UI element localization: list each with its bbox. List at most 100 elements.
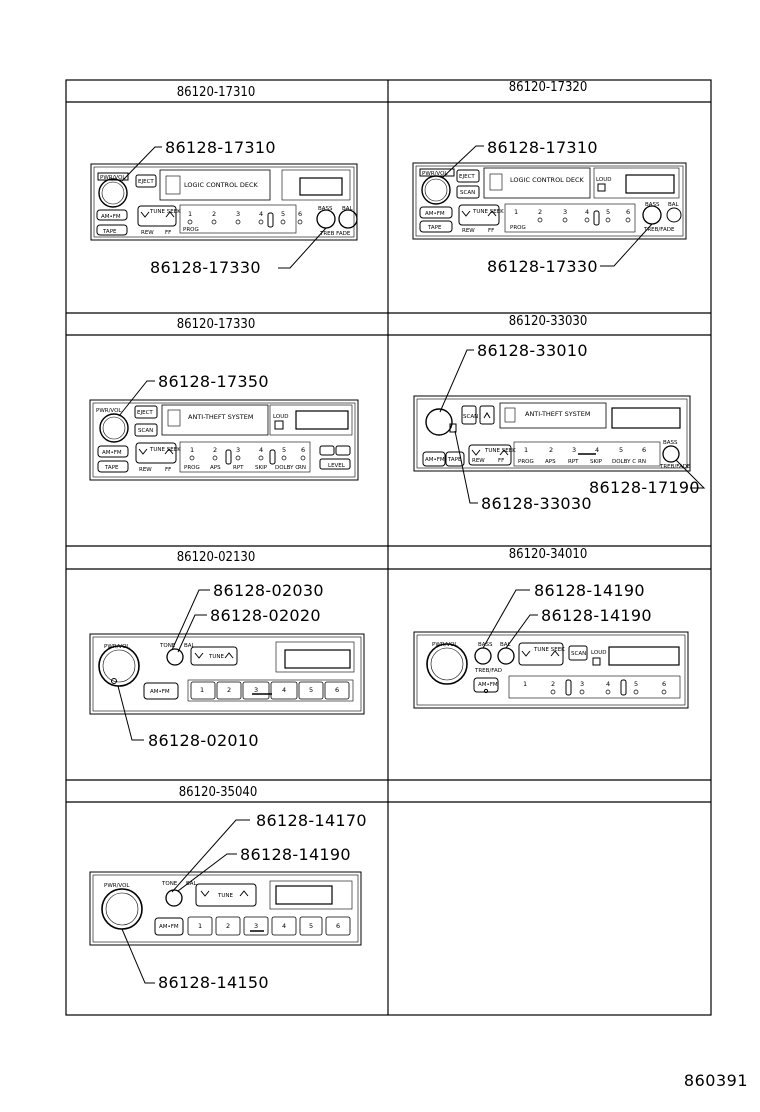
svg-text:5: 5 bbox=[634, 680, 638, 688]
svg-text:3: 3 bbox=[572, 446, 576, 454]
cell-title-3: 86120-17330 bbox=[177, 317, 256, 332]
volume-knob bbox=[98, 645, 140, 687]
svg-text:PROG: PROG bbox=[184, 465, 200, 471]
svg-text:TUNE SEEK: TUNE SEEK bbox=[149, 447, 181, 453]
svg-text:FF: FF bbox=[498, 458, 504, 464]
callout-part-number: 86128-14190 bbox=[534, 581, 645, 600]
svg-text:4: 4 bbox=[282, 686, 286, 694]
svg-text:TUNE SEEK: TUNE SEEK bbox=[472, 209, 504, 215]
display-window bbox=[284, 649, 351, 669]
cassette-door bbox=[159, 169, 271, 201]
svg-text:PWR/VOL: PWR/VOL bbox=[104, 644, 130, 650]
eject-button bbox=[135, 174, 157, 188]
svg-text:SCAN: SCAN bbox=[460, 190, 475, 196]
svg-text:APS: APS bbox=[210, 465, 221, 471]
display-window bbox=[625, 174, 675, 194]
callout-part-number: 86128-14150 bbox=[158, 973, 269, 992]
svg-text:4: 4 bbox=[595, 446, 599, 454]
callout-part-number: 86128-02030 bbox=[213, 581, 324, 600]
svg-text:5: 5 bbox=[619, 446, 623, 454]
svg-text:TUNE SEEK: TUNE SEEK bbox=[484, 448, 516, 454]
svg-text:1: 1 bbox=[200, 686, 204, 694]
svg-text:SCAN: SCAN bbox=[571, 651, 586, 657]
bass-knob bbox=[642, 205, 662, 225]
svg-text:3: 3 bbox=[236, 446, 240, 454]
cell-title-2: 86120-17320 bbox=[509, 80, 588, 95]
svg-text:AM•FM: AM•FM bbox=[150, 689, 170, 695]
svg-text:TAPE: TAPE bbox=[104, 465, 119, 471]
svg-text:LOGIC CONTROL DECK: LOGIC CONTROL DECK bbox=[184, 181, 259, 189]
cassette-door bbox=[499, 402, 607, 429]
callout-part-number: 86128-17330 bbox=[150, 258, 261, 277]
volume-knob bbox=[421, 175, 451, 205]
svg-text:BAL: BAL bbox=[342, 206, 354, 212]
drawing-id: 860391 bbox=[683, 1071, 748, 1090]
svg-text:TAPE: TAPE bbox=[102, 229, 117, 235]
svg-text:6: 6 bbox=[336, 922, 340, 930]
callout-part-number: 86128-17310 bbox=[165, 138, 276, 157]
tone-knob bbox=[166, 648, 184, 666]
callout-part-number: 86128-14190 bbox=[541, 606, 652, 625]
svg-text:AM•FM: AM•FM bbox=[101, 214, 121, 220]
svg-text:AM•FM: AM•FM bbox=[159, 924, 179, 930]
svg-text:4: 4 bbox=[606, 680, 610, 688]
display-window bbox=[608, 646, 680, 666]
cell-title-6: 86120-34010 bbox=[509, 547, 588, 562]
svg-text:RPT: RPT bbox=[233, 465, 244, 471]
svg-text:TUNE: TUNE bbox=[208, 654, 224, 660]
svg-text:FF: FF bbox=[165, 230, 171, 236]
svg-text:6: 6 bbox=[298, 210, 302, 218]
svg-text:PWR/VOL: PWR/VOL bbox=[104, 883, 130, 889]
svg-text:PROG: PROG bbox=[183, 227, 199, 233]
svg-text:PWR/VOL: PWR/VOL bbox=[96, 408, 122, 414]
svg-text:1: 1 bbox=[190, 446, 194, 454]
svg-text:TREB/FAD: TREB/FAD bbox=[474, 668, 502, 674]
tone-knob bbox=[165, 889, 183, 907]
cell-title-1: 86120-17310 bbox=[177, 85, 256, 100]
svg-text:6: 6 bbox=[626, 208, 630, 216]
svg-text:LOUD: LOUD bbox=[591, 650, 606, 656]
callout-part-number: 86128-17190 bbox=[589, 478, 700, 497]
svg-text:LOGIC CONTROL DECK: LOGIC CONTROL DECK bbox=[510, 176, 585, 184]
svg-text:AM•FM: AM•FM bbox=[425, 211, 445, 217]
svg-text:REW: REW bbox=[462, 228, 475, 234]
cell-title-4: 86120-33030 bbox=[509, 314, 588, 329]
svg-text:5: 5 bbox=[281, 210, 285, 218]
svg-text:TREB/FADE: TREB/FADE bbox=[643, 227, 675, 233]
svg-text:AM•FM: AM•FM bbox=[425, 457, 445, 463]
svg-text:6: 6 bbox=[662, 680, 666, 688]
svg-text:2: 2 bbox=[549, 446, 553, 454]
bass-knob bbox=[316, 209, 336, 229]
svg-text:EJECT: EJECT bbox=[137, 410, 153, 416]
display-window bbox=[275, 885, 333, 905]
svg-text:TONE: TONE bbox=[159, 643, 176, 649]
svg-text:DOLBY C: DOLBY C bbox=[275, 465, 299, 471]
volume-knob bbox=[425, 408, 453, 436]
svg-text:5: 5 bbox=[282, 446, 286, 454]
svg-text:DOLBY C: DOLBY C bbox=[612, 459, 636, 465]
svg-text:3: 3 bbox=[254, 922, 258, 930]
svg-text:3: 3 bbox=[236, 210, 240, 218]
svg-text:TUNE: TUNE bbox=[217, 893, 233, 899]
svg-text:4: 4 bbox=[259, 210, 263, 218]
svg-text:RN: RN bbox=[298, 465, 306, 471]
bass-knob bbox=[662, 445, 680, 463]
svg-text:2: 2 bbox=[538, 208, 542, 216]
svg-text:BAL: BAL bbox=[668, 202, 680, 208]
svg-text:4: 4 bbox=[585, 208, 589, 216]
svg-text:2: 2 bbox=[227, 686, 231, 694]
bass-knob bbox=[474, 647, 492, 665]
svg-text:3: 3 bbox=[563, 208, 567, 216]
svg-text:TREB FADE: TREB FADE bbox=[319, 231, 351, 237]
svg-text:5: 5 bbox=[309, 686, 313, 694]
svg-text:BAL: BAL bbox=[186, 881, 198, 887]
svg-text:REW: REW bbox=[472, 458, 485, 464]
callout-part-number: 86128-33010 bbox=[477, 341, 588, 360]
radio-unit-1: PWR/VOL EJECT LOGIC CONTROL DECK AM•FM T… bbox=[90, 138, 358, 277]
grid-frame bbox=[65, 79, 712, 1016]
callout-part-number: 86128-14170 bbox=[256, 811, 367, 830]
svg-text:2: 2 bbox=[213, 446, 217, 454]
svg-text:4: 4 bbox=[259, 446, 263, 454]
